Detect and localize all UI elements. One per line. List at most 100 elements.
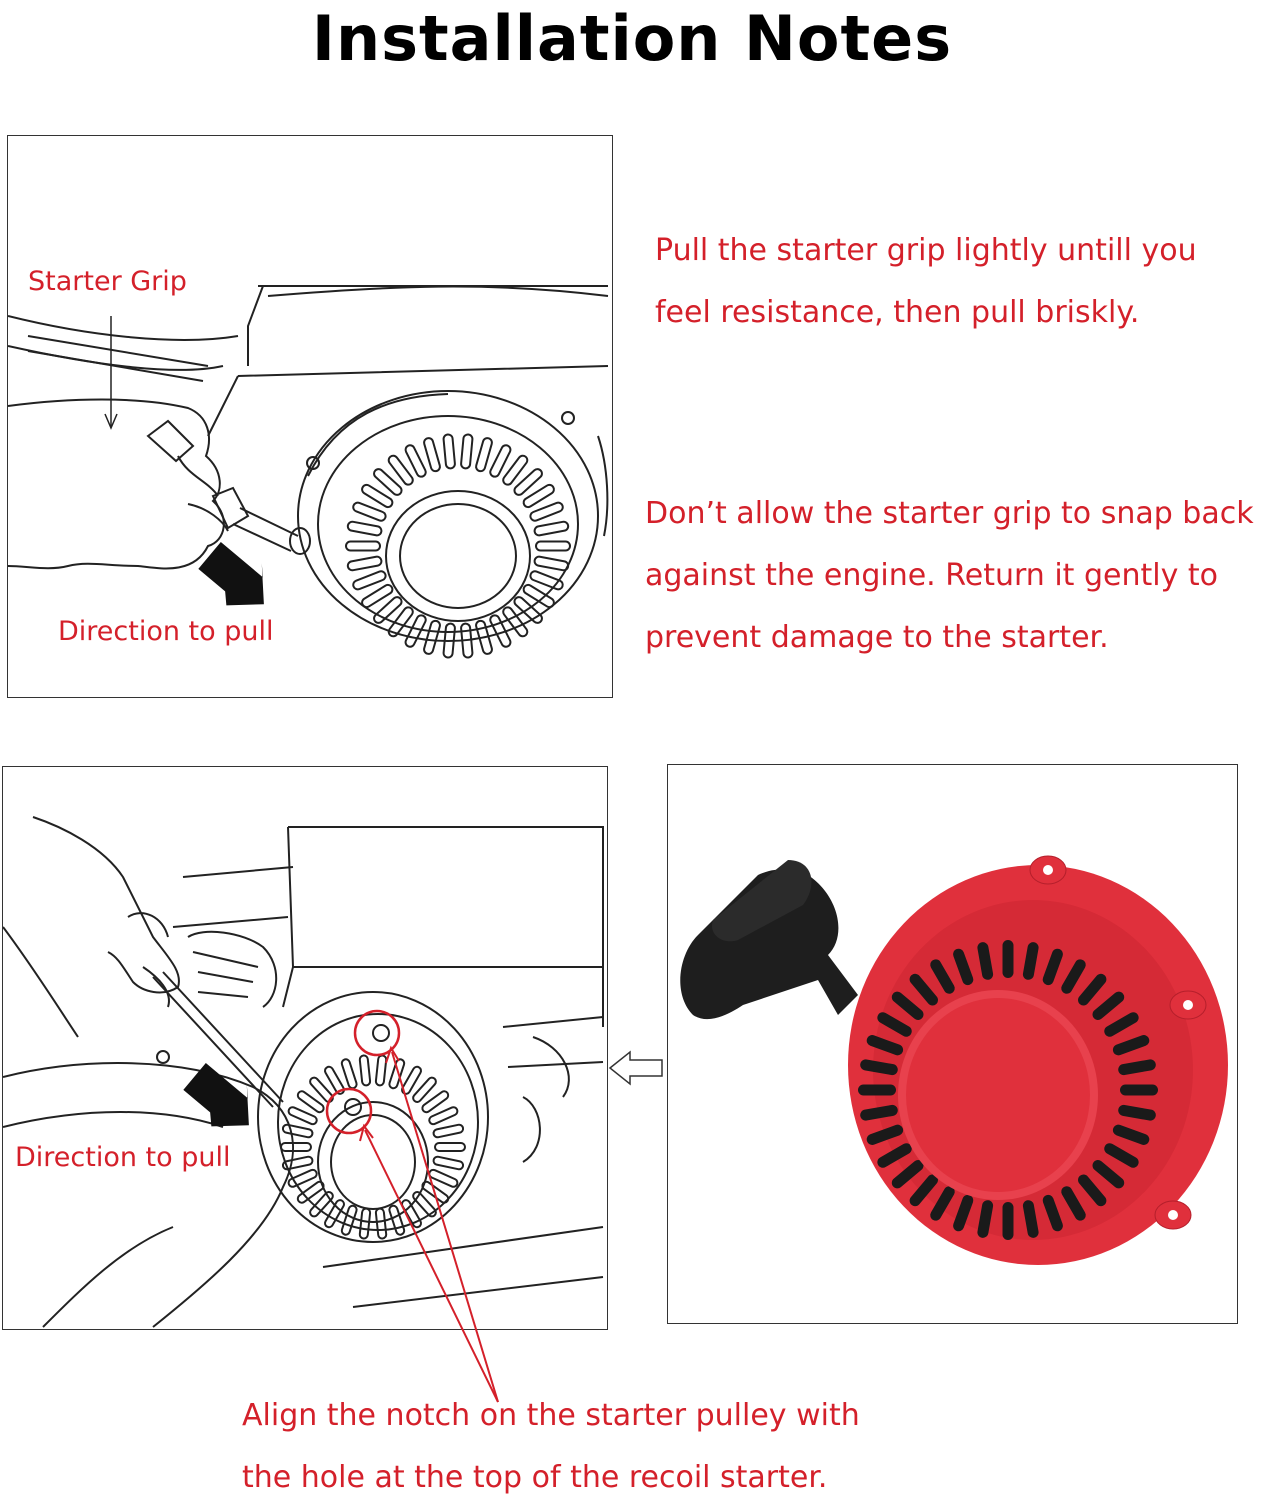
vent-slot <box>475 619 493 655</box>
vent-slot <box>404 444 427 478</box>
vent-slot <box>287 1106 318 1126</box>
vent-slot <box>373 596 403 624</box>
vent-slot <box>953 948 974 986</box>
note-line: Pull the starter grip lightly untill you <box>655 233 1197 268</box>
vent-slot <box>432 1123 465 1139</box>
vent-slot <box>930 1186 955 1221</box>
vent-slot <box>324 1065 345 1095</box>
alignment-illustration: Direction to pull <box>2 766 608 1330</box>
vent-slot <box>513 596 543 624</box>
recoil-starter-photo <box>667 764 1238 1324</box>
vent-slot <box>891 1160 924 1189</box>
page-title: Installation Notes <box>311 2 953 75</box>
vent-slot <box>522 583 555 609</box>
vent-slot <box>1092 991 1125 1020</box>
vent-slot <box>361 583 394 609</box>
vent-slot <box>529 501 564 522</box>
vent-slot <box>858 1084 896 1096</box>
vent-slot <box>373 468 403 496</box>
vent-slot <box>340 1058 358 1090</box>
starter-grip-illustration: Starter Grip Direction to pull <box>7 135 613 698</box>
vent-slot <box>309 1191 334 1218</box>
vent-slot <box>866 1035 904 1056</box>
starter-grip-label: Starter Grip <box>28 266 187 297</box>
vent-slot <box>860 1104 898 1121</box>
vent-slot <box>358 1207 372 1240</box>
vent-slot <box>423 437 441 473</box>
vent-slot <box>866 1124 904 1145</box>
vent-slot <box>1118 1104 1156 1121</box>
vent-slot <box>977 1200 994 1238</box>
vent-slot <box>502 606 529 638</box>
vent-slot <box>1061 959 1086 994</box>
vent-slot <box>309 1076 334 1103</box>
vent-slot <box>891 991 924 1020</box>
vent-slot <box>877 1143 912 1168</box>
vent-slot <box>352 570 387 591</box>
vent-slot <box>281 1155 314 1171</box>
vent-slot <box>1118 1059 1156 1076</box>
vent-slot <box>489 444 512 478</box>
note-line: the hole at the top of the recoil starte… <box>242 1460 828 1495</box>
note-line: Don’t allow the starter grip to snap bac… <box>645 496 1254 531</box>
vent-slot <box>930 959 955 994</box>
starter-grip-handle <box>680 860 858 1020</box>
direction-arrow-icon <box>198 542 264 606</box>
note-return-gently: Don’t allow the starter grip to snap bac… <box>645 483 1254 669</box>
vent-slot <box>432 1155 465 1171</box>
vent-slot <box>1104 1143 1139 1168</box>
note-line: prevent damage to the starter. <box>645 620 1109 655</box>
vent-slot <box>953 1194 974 1232</box>
vent-slot <box>460 622 474 659</box>
vent-slot <box>388 1204 406 1236</box>
vent-slot <box>442 433 456 470</box>
vent-slot <box>280 1142 312 1152</box>
vent-slot <box>535 540 571 552</box>
vent-slot <box>1078 1174 1107 1207</box>
vent-slot <box>346 520 383 537</box>
vent-slot <box>977 942 994 980</box>
vent-slot <box>909 1174 938 1207</box>
vent-slot <box>340 1204 358 1236</box>
vent-slot <box>1078 973 1107 1006</box>
vent-slot <box>404 614 427 648</box>
vent-slot <box>533 555 570 572</box>
vent-slot <box>1112 1124 1150 1145</box>
engine-line-drawing <box>8 285 609 659</box>
vent-slot <box>434 1142 466 1152</box>
direction-label: Direction to pull <box>15 1142 231 1173</box>
vent-slot <box>387 606 414 638</box>
vent-slot <box>502 454 529 486</box>
vent-slot <box>1002 1202 1014 1240</box>
vent-slot <box>460 433 474 470</box>
notch-highlight-circle <box>325 1087 373 1135</box>
vent-slot <box>442 622 456 659</box>
vent-slot <box>877 1012 912 1037</box>
hollow-arrow-icon <box>608 1050 663 1086</box>
vent-slot <box>423 619 441 655</box>
vent-slot <box>489 614 512 648</box>
vent-slot <box>374 1054 388 1087</box>
vent-slot <box>296 1180 325 1204</box>
hole-highlight-circle <box>353 1009 401 1057</box>
vent-slot <box>352 501 387 522</box>
vent-slot <box>287 1168 318 1188</box>
note-align-notch: Align the notch on the starter pulley wi… <box>242 1385 860 1509</box>
vent-slot <box>1022 1200 1039 1238</box>
direction-label: Direction to pull <box>58 616 274 647</box>
engine-alignment-drawing <box>3 816 604 1328</box>
vent-slot <box>281 1123 314 1139</box>
vent-slot <box>860 1059 898 1076</box>
vent-slot <box>324 1199 345 1229</box>
vent-slot <box>1104 1012 1139 1037</box>
vent-slot <box>361 483 394 509</box>
vent-slot <box>345 540 381 552</box>
vent-slot <box>358 1054 372 1087</box>
vent-slot <box>1061 1186 1086 1221</box>
vent-slot <box>1042 1194 1063 1232</box>
vent-slot <box>388 1058 406 1090</box>
note-pull-lightly: Pull the starter grip lightly untill you… <box>655 220 1197 344</box>
vent-slot <box>387 454 414 486</box>
vent-slot <box>1002 940 1014 978</box>
vent-slot <box>1042 948 1063 986</box>
